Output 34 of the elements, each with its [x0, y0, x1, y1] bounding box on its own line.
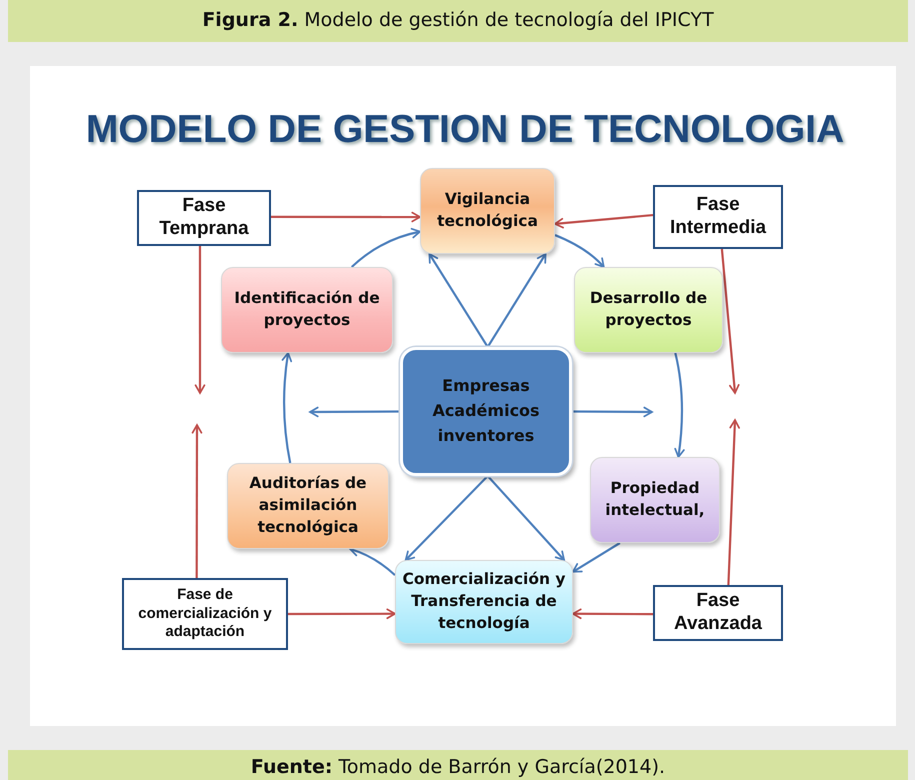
arrow [428, 253, 489, 348]
process-box: Auditorías de asimilación tecnológica [227, 463, 389, 549]
process-box: Propiedad intelectual, [590, 457, 720, 543]
central-box: Empresas Académicos inventores [400, 347, 572, 476]
diagram-heading: MODELO DE GESTION DE TECNOLOGIA [84, 108, 846, 152]
arrow [674, 352, 685, 458]
arrow [720, 248, 740, 394]
source-caption: Fuente: Tomado de Barrón y García(2014). [8, 750, 908, 780]
process-box: Comercialización y Transferencia de tecnología [395, 560, 573, 644]
arrow [572, 542, 620, 573]
arrow [554, 214, 654, 228]
arrow [288, 608, 396, 620]
figure-title: Figura 2. Modelo de gestión de tecnología del IPICYT [8, 0, 908, 42]
arrow [309, 406, 400, 418]
arrow [282, 352, 292, 464]
phase-box: Fase de comercialización y adaptación [122, 578, 288, 650]
arrow [404, 475, 488, 561]
phase-box: Fase Avanzada [653, 585, 783, 641]
arrow [727, 419, 740, 586]
arrow [194, 246, 206, 394]
arrow [554, 234, 605, 268]
arrow [572, 406, 653, 418]
arrow [349, 546, 396, 576]
arrow [486, 253, 546, 348]
process-box: Vigilancia tecnológica [420, 168, 555, 254]
arrow [192, 424, 202, 578]
process-box: Identificación de proyectos [221, 267, 393, 353]
arrow [271, 212, 421, 222]
phase-box: Fase Intermedia [653, 185, 783, 249]
arrow [572, 608, 653, 620]
arrow [486, 475, 565, 561]
process-box: Desarrollo de proyectos [574, 267, 723, 353]
arrow [350, 228, 421, 268]
phase-box: Fase Temprana [137, 190, 271, 246]
